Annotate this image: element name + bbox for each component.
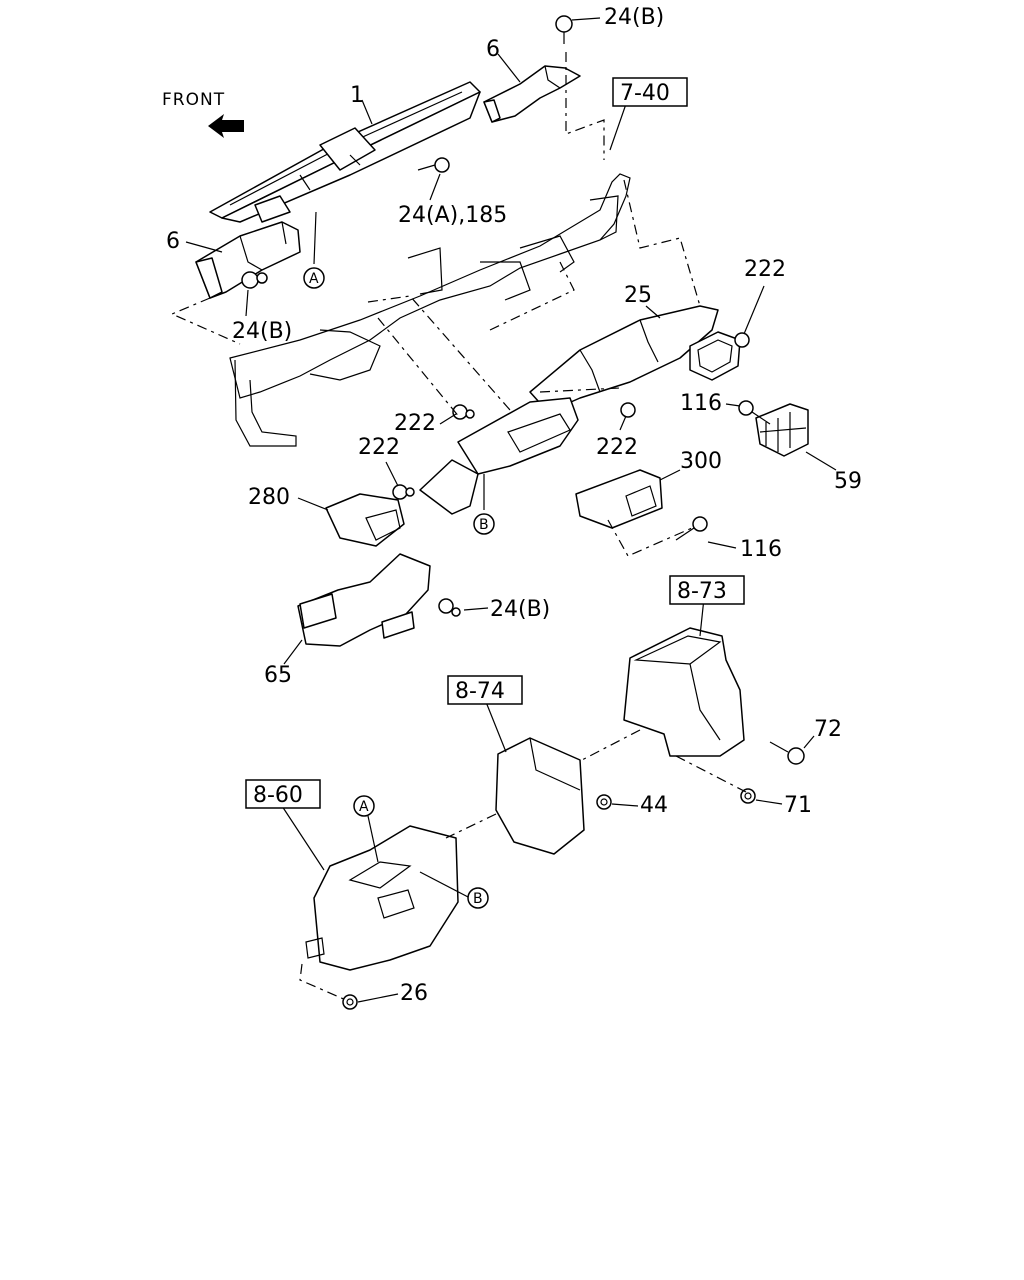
clip-222-right-icon bbox=[734, 332, 750, 348]
ref-8-60: 8-60 bbox=[245, 779, 321, 809]
clip-24b-lower-icon bbox=[438, 598, 461, 617]
nut-71-icon bbox=[740, 788, 756, 804]
screw-116-lower-icon bbox=[675, 516, 708, 541]
callout-222-center: 222 bbox=[596, 435, 638, 460]
fasteners bbox=[241, 15, 805, 1010]
circled-a-bottom: A bbox=[353, 795, 375, 817]
callout-222-right: 222 bbox=[744, 257, 786, 282]
part-59-bracket bbox=[755, 403, 809, 457]
ref-7-40-label: 7-40 bbox=[620, 81, 670, 106]
callout-6-top: 6 bbox=[486, 37, 500, 62]
assembly-lines bbox=[170, 52, 747, 1001]
callout-6-left: 6 bbox=[166, 229, 180, 254]
part-300-rear-duct bbox=[575, 469, 663, 529]
instrument-panel-frame bbox=[229, 173, 631, 447]
part-25-center-duct bbox=[529, 305, 741, 413]
callout-25: 25 bbox=[624, 283, 652, 308]
lower-center-duct bbox=[419, 397, 579, 515]
blower-assembly bbox=[623, 627, 745, 757]
ref-8-74: 8-74 bbox=[447, 675, 523, 705]
front-label: FRONT bbox=[162, 90, 225, 110]
ref-8-74-label: 8-74 bbox=[455, 679, 505, 704]
nut-44-icon bbox=[596, 794, 612, 810]
callout-300: 300 bbox=[680, 449, 722, 474]
callout-65: 65 bbox=[264, 663, 292, 688]
unit-assembly bbox=[305, 825, 459, 971]
callout-1: 1 bbox=[350, 83, 364, 108]
front-arrow-icon bbox=[208, 114, 244, 138]
callout-116-upper: 116 bbox=[680, 391, 722, 416]
clip-24b-top-icon bbox=[555, 15, 573, 44]
leader-lines bbox=[185, 17, 837, 1003]
circled-a-top: A bbox=[303, 267, 325, 289]
callout-222-lower: 222 bbox=[358, 435, 400, 460]
callout-24a-185: 24(A),185 bbox=[398, 203, 507, 228]
ref-8-60-label: 8-60 bbox=[253, 783, 303, 808]
circled-b-bottom: B bbox=[467, 887, 489, 909]
ref-8-73-label: 8-73 bbox=[677, 579, 727, 604]
bolt-72-icon bbox=[769, 741, 805, 765]
circled-b-mid-label: B bbox=[479, 517, 489, 533]
callout-222-mid: 222 bbox=[394, 411, 436, 436]
callout-280: 280 bbox=[248, 485, 290, 510]
part-callouts: 24(B) 6 1 24(A),185 6 24(B) 222 25 116 5… bbox=[166, 5, 862, 1006]
clip-222-lower-icon bbox=[392, 484, 415, 500]
callout-24b-lower: 24(B) bbox=[490, 597, 550, 622]
callout-59: 59 bbox=[834, 469, 862, 494]
nut-26-icon bbox=[342, 994, 358, 1010]
part-280-side-vent bbox=[325, 493, 405, 547]
screw-116-upper-icon bbox=[738, 400, 771, 425]
callout-71: 71 bbox=[784, 793, 812, 818]
part-6-top-side-duct bbox=[483, 65, 581, 123]
clip-222-center-icon bbox=[620, 402, 636, 418]
circled-b-mid: B bbox=[473, 513, 495, 535]
callout-116-lower: 116 bbox=[740, 537, 782, 562]
circled-a-bottom-label: A bbox=[359, 799, 369, 815]
callout-26: 26 bbox=[400, 981, 428, 1006]
callout-44: 44 bbox=[640, 793, 668, 818]
part-65-foot-duct bbox=[297, 553, 431, 647]
part-1-defroster-nozzle bbox=[209, 81, 481, 223]
screw-24a-icon bbox=[417, 157, 450, 173]
callout-72: 72 bbox=[814, 717, 842, 742]
circled-a-top-label: A bbox=[309, 271, 319, 287]
callout-24b-top: 24(B) bbox=[604, 5, 664, 30]
part-6-left-side-duct bbox=[195, 221, 301, 299]
circled-b-bottom-label: B bbox=[473, 891, 483, 907]
ref-7-40: 7-40 bbox=[612, 77, 688, 107]
callout-24b-left: 24(B) bbox=[232, 319, 292, 344]
clip-222-mid-icon bbox=[452, 404, 475, 420]
clip-24b-left-icon bbox=[241, 271, 268, 289]
ref-8-73: 8-73 bbox=[669, 575, 745, 605]
front-indicator: FRONT bbox=[162, 90, 244, 138]
heater-case-assembly bbox=[495, 737, 585, 855]
